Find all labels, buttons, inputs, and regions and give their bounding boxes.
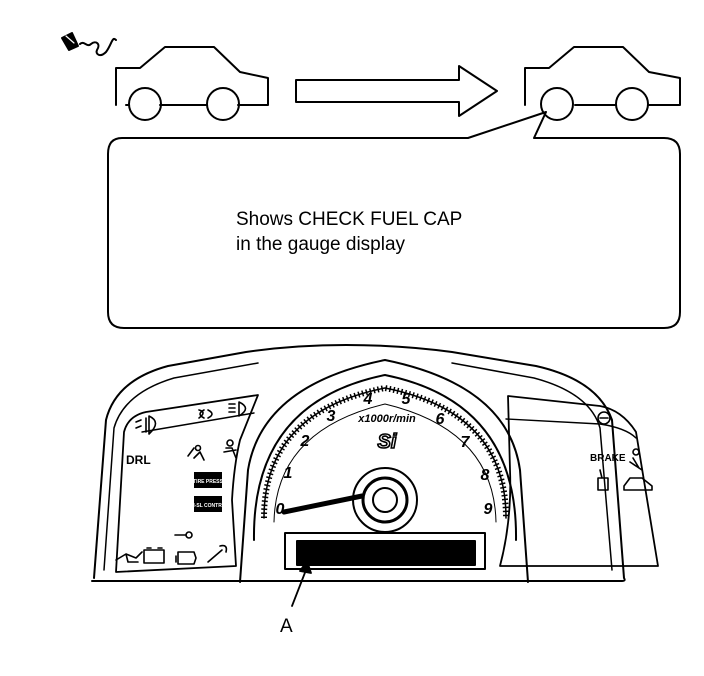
right-panel [499,395,659,567]
tick-label: 1 [284,465,293,482]
vsa-indicator [194,496,222,512]
tick-label: 3 [327,408,336,425]
tick-label: 8 [481,467,490,484]
seatbelt-icon [223,439,237,459]
tick-label: 6 [436,411,445,428]
callout-line-1: Shows CHECK FUEL CAP [236,209,463,230]
callout-box [107,111,681,329]
tick-label: 7 [461,434,471,451]
tick-label: 5 [402,391,412,408]
battery-icon [143,547,165,564]
door-open-icon [597,469,609,491]
tire-pressure-label: TIRE PRESS [193,479,223,485]
headlight-icon [228,401,247,417]
label-a: A [280,616,293,637]
brake-label: BRAKE [590,453,626,464]
parking-light-icon [198,409,213,419]
tachometer-needle [281,493,365,515]
tachometer-gauge [239,359,529,583]
wrench-icon [207,544,228,563]
callout-line-2: in the gauge display [236,234,406,255]
trunk-open-icon [623,477,653,491]
callout-text: Shows CHECK FUEL CAP in the gauge displa… [236,207,462,257]
vsa-label: ON-SL CONTROL [187,503,229,509]
airbag-icon [187,444,205,461]
immobilizer-icon [597,411,611,425]
check-engine-icon [175,551,197,565]
tick-label: 9 [484,501,493,518]
arrow-right-icon [295,65,498,117]
fuel-cap-icon [61,32,117,57]
car-after-icon [524,46,681,121]
tire-pressure-indicator [194,472,222,488]
tick-label: 2 [300,433,310,450]
oil-pressure-icon [115,551,143,563]
gauge-badge: Si [378,431,397,453]
cluster-outline [91,344,626,582]
tick-label: 4 [363,391,373,408]
fog-light-icon [135,415,157,435]
leader-line-a [291,560,312,607]
drl-label: DRL [126,453,151,467]
left-panel [115,394,259,573]
tick-label: 0 [276,501,285,518]
cluster-inner-rim [103,362,259,571]
key-icon [174,531,193,539]
seatbelt-icon [629,448,643,471]
gauge-unit-label: x1000r/min [357,413,416,425]
car-before-icon [115,46,269,121]
